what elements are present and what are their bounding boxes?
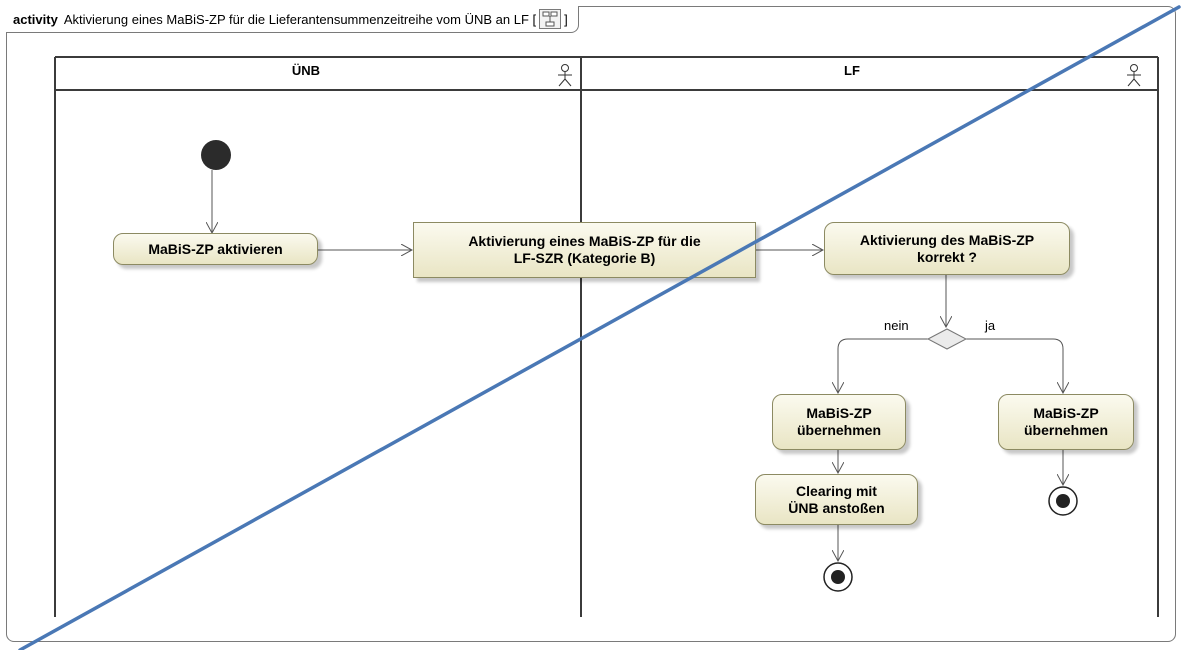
action-label-line1: Clearing mit [796, 482, 877, 499]
lane-title-lf: LF [844, 63, 860, 78]
object-label-line2: LF-SZR (Kategorie B) [513, 250, 656, 266]
guard-nein: nein [884, 318, 909, 333]
action-label-line2: übernehmen [1023, 422, 1108, 438]
flow-decision-no [838, 338, 928, 393]
lane-title-uenb: ÜNB [291, 63, 321, 78]
object-label-line1: Aktivierung eines MaBiS-ZP für die [468, 233, 701, 249]
actor-icon [1127, 64, 1141, 87]
action-clearing-anstossen[interactable]: Clearing mit ÜNB anstoßen [755, 474, 918, 525]
action-mabis-zp-aktivieren[interactable]: MaBiS-ZP aktivieren [113, 233, 318, 265]
action-label-line2: korrekt ? [917, 248, 977, 265]
action-label-line1: Aktivierung des MaBiS-ZP [859, 231, 1035, 248]
activity-final-node [1048, 486, 1078, 516]
action-label: MaBiS-ZP aktivieren [148, 240, 283, 257]
action-mabis-zp-uebernehmen-nein[interactable]: MaBiS-ZP übernehmen [772, 394, 906, 450]
actor-icon [558, 64, 572, 87]
action-aktivierung-korrekt[interactable]: Aktivierung des MaBiS-ZP korrekt ? [824, 222, 1070, 275]
activity-final-node [823, 562, 853, 592]
action-label-line2: übernehmen [796, 422, 881, 438]
decision-node [926, 328, 968, 350]
guard-ja: ja [985, 318, 996, 333]
action-label-line1: MaBiS-ZP [806, 405, 872, 421]
initial-node [201, 140, 231, 170]
object-node-aktivierung[interactable]: Aktivierung eines MaBiS-ZP für die LF-SZ… [413, 222, 756, 278]
action-label-line1: MaBiS-ZP [1033, 405, 1099, 421]
flow-decision-yes [966, 338, 1063, 393]
action-label-line2: ÜNB anstoßen [788, 499, 885, 516]
action-mabis-zp-uebernehmen-ja[interactable]: MaBiS-ZP übernehmen [998, 394, 1134, 450]
